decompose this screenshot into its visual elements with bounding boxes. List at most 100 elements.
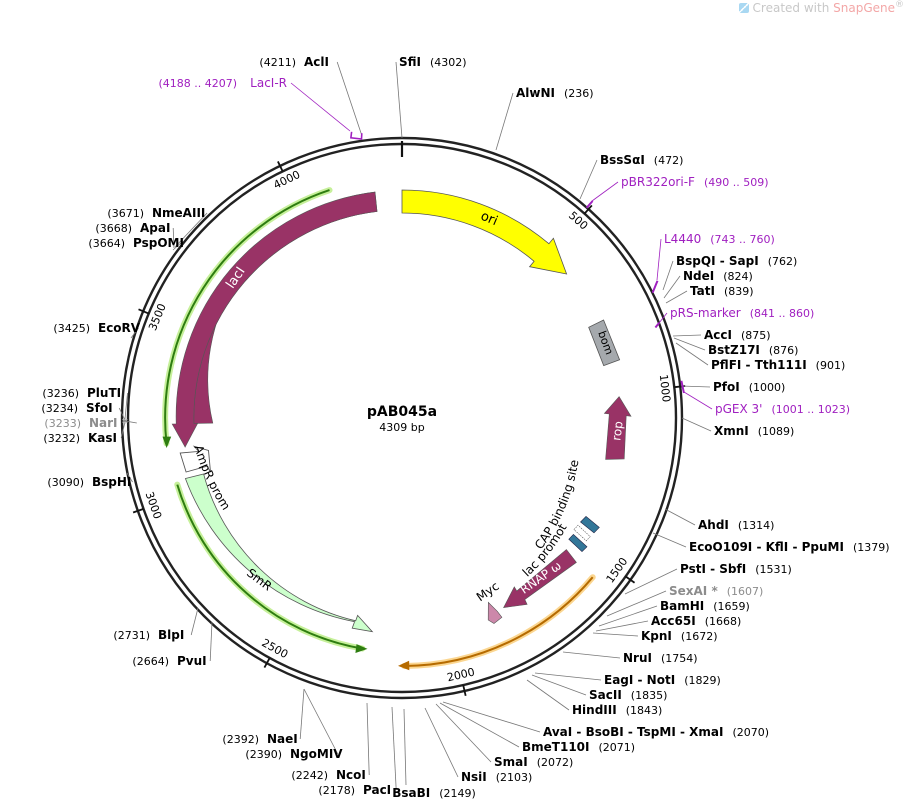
enzyme-leader <box>391 706 397 791</box>
enzyme-paci[interactable]: PacI(2178) <box>318 783 391 797</box>
enzyme-ngomiv[interactable]: NgoMIV(2390) <box>245 747 343 761</box>
enzyme-ecoo109i-kfli-ppumi[interactable]: EcoO109I - KflI - PpuMI(1379) <box>689 540 890 554</box>
enzyme-position: (3233) <box>44 417 81 430</box>
enzyme-kasi[interactable]: KasI(3232) <box>43 431 117 445</box>
feature-cap-binding-site[interactable]: CAP binding site <box>532 459 600 552</box>
enzyme-name: KpnI(1672) <box>641 629 717 643</box>
enzyme-bsss-i[interactable]: BssSαI(472) <box>600 153 683 167</box>
snapgene-watermark: Created with SnapGene® <box>738 0 904 15</box>
enzyme-name: AccI(875) <box>704 328 771 342</box>
feature-bom[interactable]: bom <box>588 319 621 367</box>
feature-lac-promoter[interactable]: lac promoter <box>0 0 588 580</box>
tick-2000 <box>462 684 467 696</box>
primer-pgex-3[interactable]: pGEX 3'(1001 .. 1023) <box>715 402 850 416</box>
enzyme-name: NsiI(2103) <box>461 770 532 784</box>
enzyme-bamhi[interactable]: BamHI(1659) <box>660 599 750 613</box>
enzyme-name: Acc65I(1668) <box>651 614 741 628</box>
enzyme-eagi-noti[interactable]: EagI - NotI(1829) <box>604 673 721 687</box>
enzyme-position: (2392) <box>222 733 259 746</box>
watermark-reg: ® <box>895 0 904 10</box>
enzyme-bstz17i[interactable]: BstZ17I(876) <box>708 343 798 357</box>
feature-label-myc: Myc <box>474 579 502 604</box>
enzyme-naei[interactable]: NaeI(2392) <box>222 732 297 746</box>
primer-leader <box>290 82 351 132</box>
primer-l4440[interactable]: L4440(743 .. 760) <box>664 232 775 246</box>
enzyme-name: BlpI <box>158 628 184 642</box>
primer-name: pRS-marker(841 .. 860) <box>670 306 814 320</box>
enzyme-pluti[interactable]: PluTI (3236) <box>42 386 121 400</box>
enzyme-name: EagI - NotI(1829) <box>604 673 721 687</box>
enzyme-nrui[interactable]: NruI(1754) <box>623 651 698 665</box>
enzyme-sfoi[interactable]: SfoI(3234) <box>41 401 112 415</box>
enzyme-ahdi[interactable]: AhdI(1314) <box>698 518 774 532</box>
enzyme-xmni[interactable]: XmnI(1089) <box>714 424 794 438</box>
enzyme-name: AhdI(1314) <box>698 518 774 532</box>
tick-label-2500: 2500 <box>259 636 290 661</box>
feature-lacI[interactable]: lacI <box>171 191 378 448</box>
feature-rop[interactable]: rop <box>603 396 632 460</box>
enzyme-acci[interactable]: AccI(875) <box>704 328 771 342</box>
feature-label-rop: rop <box>609 420 625 441</box>
enzyme-alwni[interactable]: AlwNI(236) <box>516 86 594 100</box>
enzyme-leader <box>592 632 639 637</box>
enzyme-pvui[interactable]: PvuI(2664) <box>132 654 206 668</box>
enzyme-nmeaiii[interactable]: NmeAIII(3671) <box>107 206 205 220</box>
primer-laci-r[interactable]: LacI-R(4188 .. 4207) <box>158 76 287 90</box>
enzyme-tati[interactable]: TatI(839) <box>690 284 754 298</box>
primer-name: L4440(743 .. 760) <box>664 232 775 246</box>
enzyme-name: PluTI <box>87 386 121 400</box>
enzyme-name: BmeT110I(2071) <box>522 740 635 754</box>
enzyme-name: NruI(1754) <box>623 651 698 665</box>
enzyme-psti-sbfi[interactable]: PstI - SbfI(1531) <box>680 562 792 576</box>
enzyme-name: PvuI <box>177 654 207 668</box>
enzyme-leader <box>662 260 674 291</box>
enzyme-bspqi-sapi[interactable]: BspQI - SapI(762) <box>676 254 797 268</box>
enzyme-position: (2242) <box>291 769 328 782</box>
feature-myc[interactable]: Myc <box>474 579 503 624</box>
enzyme-leader <box>531 674 587 696</box>
enzyme-sexai[interactable]: SexAI *(1607) <box>669 584 763 598</box>
enzyme-leader <box>336 61 363 137</box>
enzyme-name: NarI * <box>89 416 129 430</box>
enzyme-leader <box>120 421 126 439</box>
enzyme-position: (4211) <box>259 56 296 69</box>
enzyme-leader <box>299 688 305 740</box>
primer-prs-marker[interactable]: pRS-marker(841 .. 860) <box>670 306 814 320</box>
enzyme-avai-bsobi-tspmi-xmai[interactable]: AvaI - BsoBI - TspMI - XmaI(2070) <box>543 725 769 739</box>
enzyme-name: AclI <box>304 55 329 69</box>
enzyme-bsabi[interactable]: BsaBI(2149) <box>392 786 476 800</box>
enzyme-acli[interactable]: AclI (4211) <box>259 55 329 69</box>
enzyme-name: NdeI(824) <box>683 269 753 283</box>
enzyme-sfii[interactable]: SfiI(4302) <box>399 55 467 69</box>
enzyme-ncoi[interactable]: NcoI(2242) <box>291 768 365 782</box>
orange-arc <box>398 574 596 671</box>
enzyme-pfoi[interactable]: PfoI(1000) <box>713 380 785 394</box>
enzyme-nari[interactable]: NarI * (3233) <box>44 416 128 430</box>
enzyme-bmet110i[interactable]: BmeT110I(2071) <box>522 740 635 754</box>
enzyme-pspomi[interactable]: PspOMI(3664) <box>88 236 184 250</box>
enzyme-bsphi[interactable]: BspHI(3090) <box>47 475 131 489</box>
enzyme-leader <box>664 508 696 526</box>
tick-label-1500: 1500 <box>604 555 631 585</box>
enzyme-apai[interactable]: ApaI(3668) <box>95 221 170 235</box>
enzyme-leader <box>403 708 407 786</box>
enzyme-sacii[interactable]: SacII(1835) <box>589 688 667 702</box>
enzyme-acc65i[interactable]: Acc65I(1668) <box>651 614 741 628</box>
tick-label-1000: 1000 <box>657 374 673 403</box>
tick-4000 <box>277 161 284 172</box>
enzyme-position: (3090) <box>47 476 84 489</box>
enzyme-nsii[interactable]: NsiI(2103) <box>461 770 532 784</box>
enzyme-pflfi-tth111i[interactable]: PflFI - Tth111I(901) <box>711 358 845 372</box>
primer-pbr322ori-f[interactable]: pBR322ori-F(490 .. 509) <box>621 175 769 189</box>
feature-ori[interactable]: ori <box>401 189 568 275</box>
enzyme-name: TatI(839) <box>690 284 754 298</box>
enzyme-name: AlwNI(236) <box>516 86 594 100</box>
enzyme-name: SmaI(2072) <box>494 755 573 769</box>
enzyme-kpni[interactable]: KpnI(1672) <box>641 629 717 643</box>
enzyme-blpi[interactable]: BlpI(2731) <box>113 628 184 642</box>
enzyme-hindiii[interactable]: HindIII(1843) <box>572 703 662 717</box>
enzyme-smai[interactable]: SmaI(2072) <box>494 755 573 769</box>
enzyme-ndei[interactable]: NdeI(824) <box>683 269 753 283</box>
enzyme-ecorv[interactable]: EcoRV(3425) <box>53 321 140 335</box>
enzyme-position: (3236) <box>42 387 79 400</box>
